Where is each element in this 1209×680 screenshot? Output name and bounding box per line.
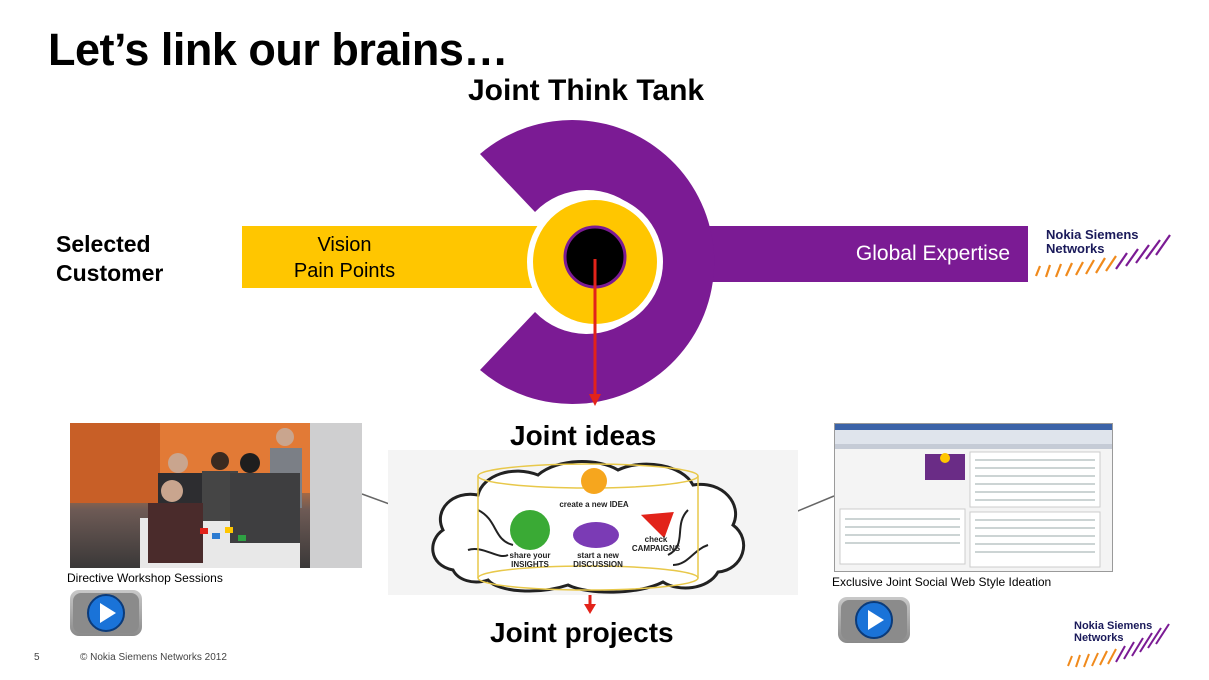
joint-projects-label: Joint projects xyxy=(490,617,674,648)
play-icon xyxy=(841,600,907,640)
workshop-photo xyxy=(70,423,362,568)
ideation-screenshot xyxy=(834,423,1113,572)
logo-line-2: Networks xyxy=(1046,241,1105,256)
nsn-logo-bottom: Nokia Siemens Networks xyxy=(1067,620,1170,668)
logo-swoosh-icon xyxy=(1034,234,1171,278)
brain-panel: create a new IDEA share your INSIGHTS st… xyxy=(388,450,798,595)
play-ideation-video-button[interactable] xyxy=(838,597,910,643)
customer-bar xyxy=(242,226,572,288)
play-icon xyxy=(73,593,139,633)
check-campaigns-label: check CAMPAIGNS xyxy=(631,535,681,553)
nsn-logo-top: Nokia Siemens Networks xyxy=(1034,227,1171,278)
logo-line-2: Networks xyxy=(1074,632,1124,644)
think-tank-ring xyxy=(480,119,715,406)
selected-customer-label: Selected Customer xyxy=(56,231,164,286)
start-discussion-label: start a new DISCUSSION xyxy=(573,551,623,569)
joint-ideas-label: Joint ideas xyxy=(510,420,657,451)
play-workshop-video-button[interactable] xyxy=(70,590,142,636)
workshop-caption: Directive Workshop Sessions xyxy=(67,571,223,585)
logo-swoosh-icon xyxy=(1067,623,1170,668)
copyright: © Nokia Siemens Networks 2012 xyxy=(80,652,227,663)
slide-title: Let’s link our brains… xyxy=(48,24,508,75)
speech-bubble-icon xyxy=(573,522,619,548)
logo-line-1: Nokia Siemens xyxy=(1046,227,1139,242)
global-expertise-label: Global Expertise xyxy=(855,242,1010,265)
ideation-caption: Exclusive Joint Social Web Style Ideatio… xyxy=(832,575,1052,589)
think-tank-title: Joint Think Tank xyxy=(468,74,705,107)
create-idea-label: create a new IDEA xyxy=(559,500,629,509)
vision-label: Vision xyxy=(317,234,372,256)
page-number: 5 xyxy=(34,652,40,663)
logo-line-1: Nokia Siemens xyxy=(1074,620,1153,632)
lightbulb-icon xyxy=(581,468,607,494)
radar-icon xyxy=(510,510,550,550)
vision-pain-points: Vision Pain Points xyxy=(242,232,447,284)
share-insights-label: share your INSIGHTS xyxy=(509,551,551,569)
pain-points-label: Pain Points xyxy=(293,260,396,282)
